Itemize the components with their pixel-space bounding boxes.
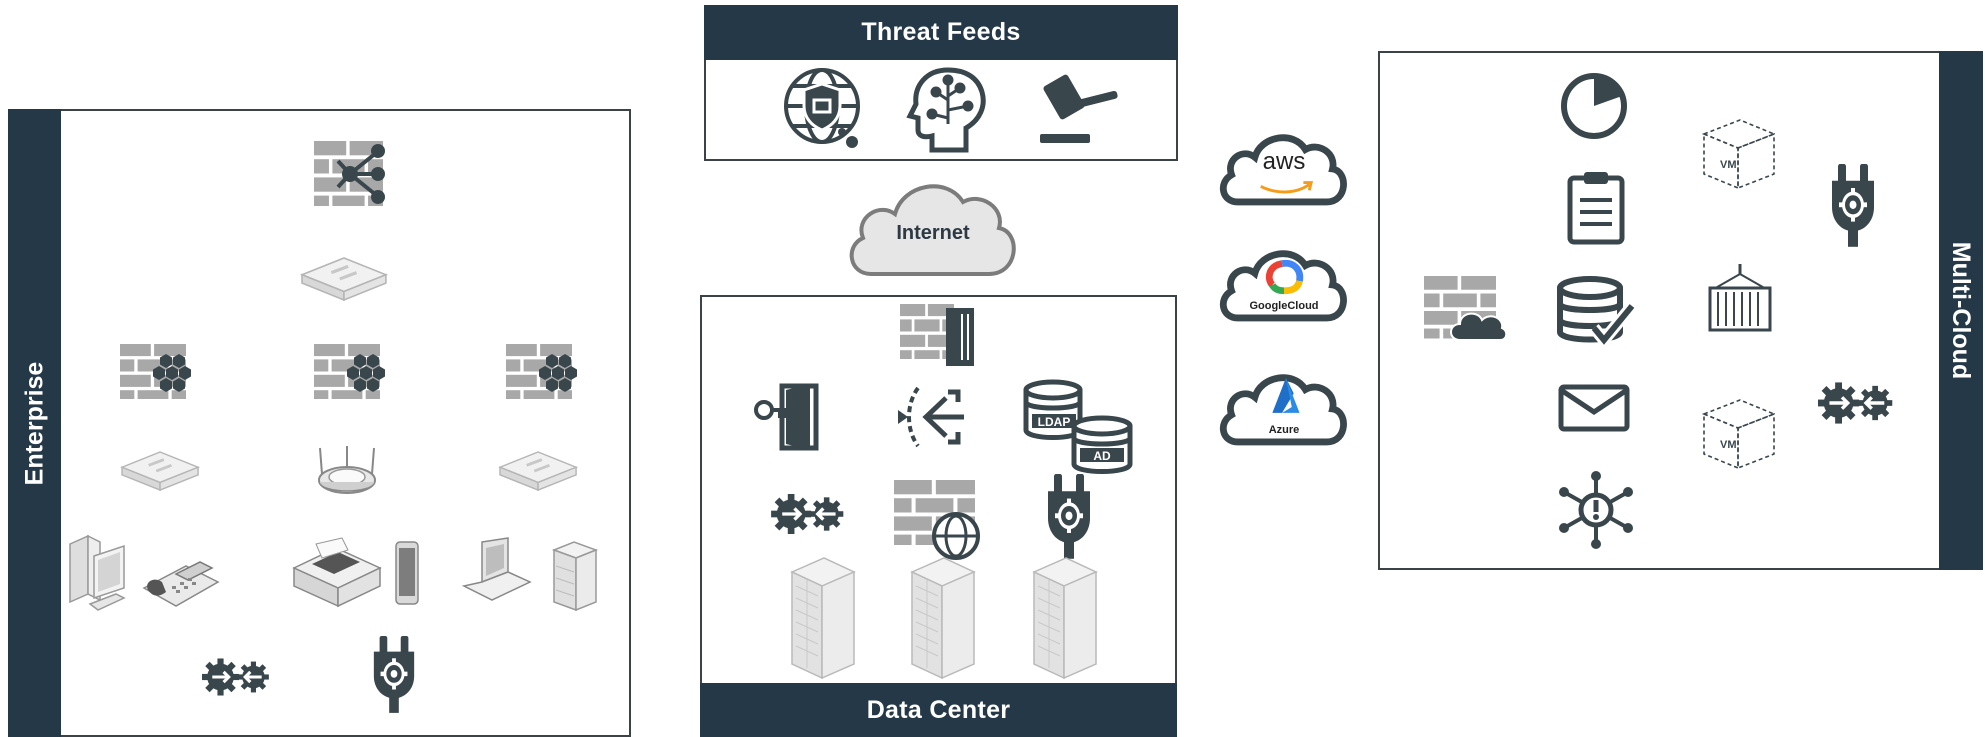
multi-cloud-panel bbox=[1378, 51, 1979, 570]
mc-automation-gears-icon bbox=[1816, 380, 1898, 426]
wireless-ap-icon bbox=[310, 446, 384, 498]
analytics-pie-icon bbox=[1558, 68, 1632, 142]
threat-feeds-header: Threat Feeds bbox=[704, 5, 1178, 60]
enterprise-title: Enterprise bbox=[20, 361, 49, 485]
clipboard-icon bbox=[1566, 170, 1626, 246]
ai-brain-icon bbox=[906, 66, 990, 153]
mc-connector-plug-top-icon bbox=[1828, 164, 1878, 248]
printer-icon bbox=[290, 537, 382, 608]
dc-automation-gears-icon bbox=[769, 492, 850, 536]
ngfw-firewall-left-icon bbox=[120, 344, 192, 402]
vm-cube-top-icon: VM bbox=[1703, 119, 1778, 194]
ip-phone-icon bbox=[142, 552, 220, 612]
desktop-pc-icon bbox=[66, 534, 128, 614]
key-door-icon bbox=[752, 382, 824, 452]
container-icon bbox=[1704, 262, 1776, 334]
vm-label-top: VM bbox=[1720, 159, 1737, 171]
ad-label: AD bbox=[1093, 449, 1111, 463]
ngfw-firewall-right-icon bbox=[506, 344, 578, 402]
server-rack-3 bbox=[1033, 557, 1098, 682]
vm-label-bottom: VM bbox=[1720, 439, 1737, 451]
data-center-title: Data Center bbox=[866, 695, 1011, 724]
enterprise-panel bbox=[8, 109, 631, 737]
multi-cloud-title: Multi-Cloud bbox=[1947, 241, 1976, 380]
sdwan-firewall-icon bbox=[314, 141, 386, 207]
gavel-icon bbox=[1036, 74, 1120, 146]
enterprise-automation-gears-icon bbox=[200, 656, 274, 698]
server-rack-1 bbox=[791, 557, 856, 682]
ldap-label: LDAP bbox=[1038, 415, 1071, 429]
server-rack-2 bbox=[911, 557, 976, 682]
google-cloud: GoogleCloud bbox=[1218, 234, 1350, 332]
internet-cloud bbox=[843, 166, 1023, 281]
dc-connector-plug-icon bbox=[1044, 474, 1094, 560]
access-switch-right-icon bbox=[498, 450, 578, 492]
firewall-server-icon bbox=[900, 302, 978, 366]
access-switch-left-icon bbox=[120, 450, 200, 492]
laptop-icon bbox=[461, 537, 532, 608]
mail-icon bbox=[1558, 384, 1630, 432]
internet-label: Internet bbox=[896, 222, 970, 244]
vm-cube-bottom-icon: VM bbox=[1703, 399, 1778, 474]
core-switch-icon bbox=[300, 256, 388, 304]
threat-intel-globe-icon bbox=[780, 66, 866, 152]
web-firewall-icon bbox=[894, 480, 980, 560]
server-tower-icon bbox=[551, 541, 599, 612]
azure-label: Azure bbox=[1268, 424, 1300, 436]
enterprise-header: Enterprise bbox=[8, 109, 61, 737]
database-check-icon bbox=[1556, 276, 1637, 350]
data-center-header: Data Center bbox=[700, 683, 1177, 737]
enterprise-connector-plug-icon bbox=[370, 636, 418, 714]
multi-cloud-header: Multi-Cloud bbox=[1939, 51, 1983, 570]
cloud-firewall-icon bbox=[1424, 276, 1508, 342]
azure-cloud: Azure bbox=[1218, 358, 1350, 456]
ldap-ad-database-icon: LDAP AD bbox=[1022, 378, 1134, 478]
load-balancer-icon bbox=[896, 384, 972, 450]
google-cloud-label: GoogleCloud bbox=[1249, 300, 1319, 312]
ngfw-firewall-center-icon bbox=[314, 344, 386, 402]
aws-label: aws bbox=[1262, 148, 1306, 175]
mobile-phone-icon bbox=[392, 540, 422, 606]
aws-cloud: aws bbox=[1218, 118, 1350, 216]
threat-alert-hub-icon bbox=[1558, 471, 1634, 549]
threat-feeds-title: Threat Feeds bbox=[861, 18, 1021, 46]
